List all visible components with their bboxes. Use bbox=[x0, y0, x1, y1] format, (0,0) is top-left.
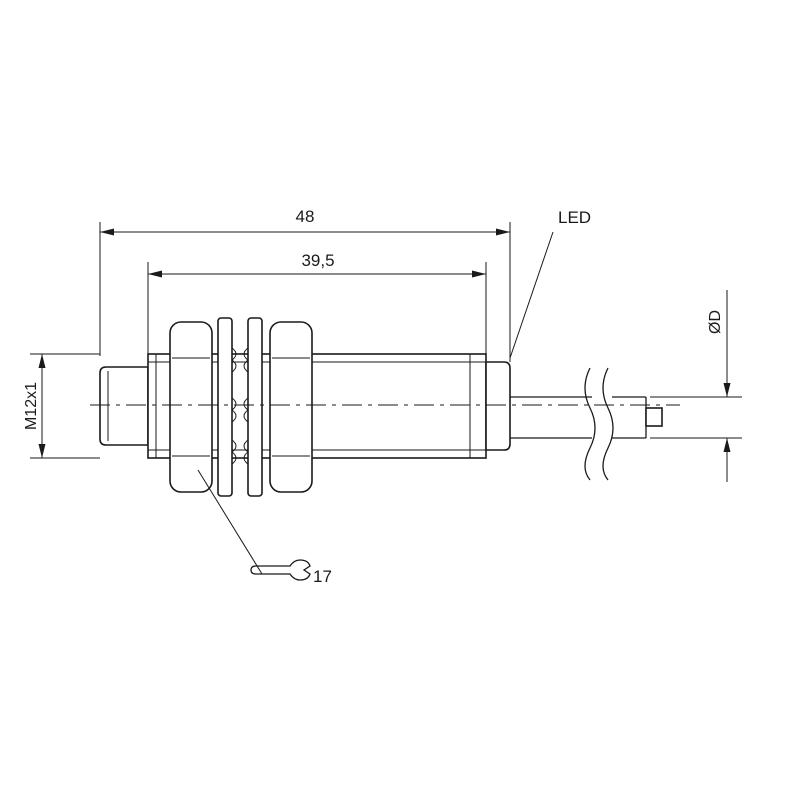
dimension-cable-diameter: ØD bbox=[707, 290, 731, 482]
wrench-size-label: 17 bbox=[313, 567, 332, 586]
wrench-callout: 17 bbox=[197, 469, 332, 586]
led-label: LED bbox=[558, 208, 591, 227]
led-callout: LED bbox=[509, 208, 591, 359]
sensor-face bbox=[99, 366, 149, 446]
overall-length-label: 48 bbox=[296, 207, 315, 226]
dimension-thread-diameter: M12x1 bbox=[23, 354, 46, 458]
dimension-overall-length: 48 bbox=[100, 207, 510, 236]
diameter-label: ØD bbox=[707, 310, 724, 334]
mounting-nut-front bbox=[169, 321, 213, 493]
lock-washers bbox=[217, 317, 263, 497]
wrench-icon bbox=[250, 559, 311, 581]
thread-length-label: 39,5 bbox=[301, 251, 334, 270]
cable bbox=[510, 367, 663, 481]
mounting-nut-rear bbox=[269, 321, 313, 493]
rear-cap bbox=[485, 361, 511, 451]
thread-label: M12x1 bbox=[23, 382, 40, 430]
dimension-thread-length: 39,5 bbox=[148, 251, 486, 278]
